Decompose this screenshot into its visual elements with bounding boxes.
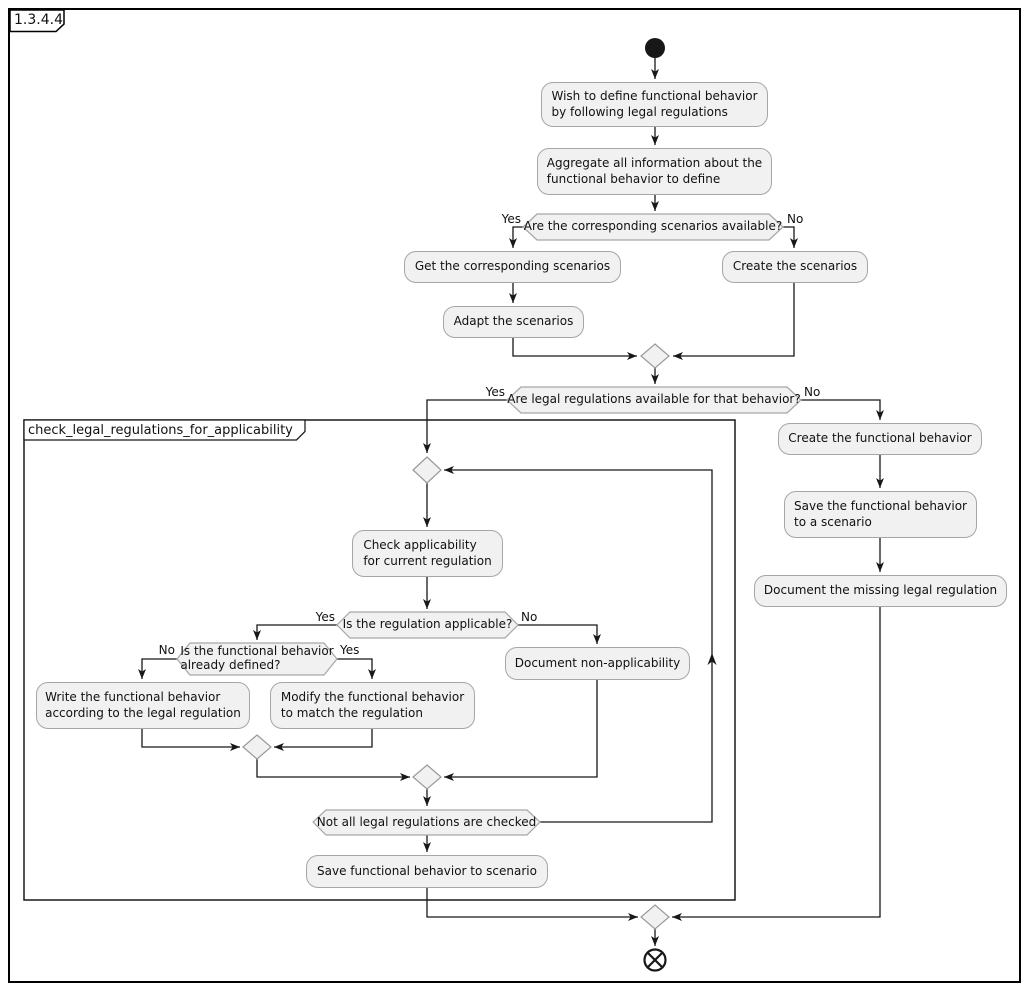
edge-dec1-no [783,226,798,248]
inner-frame [23,419,736,901]
edge-dec1-yes [509,226,523,248]
edge-dec3-no [518,624,601,644]
label-yes-defined: Yes [340,643,360,657]
hexagon-fb-already-defined [176,642,338,676]
merge-diamond-scenarios [640,343,670,369]
decision-regulations-available: Are legal regulations available for that… [507,392,801,407]
inner-frame-label: check_legal_regulations_for_applicabilit… [28,423,293,438]
edge-write-merge2 [141,729,240,751]
decision-scenarios-available: Are the corresponding scenarios availabl… [523,219,783,234]
edge-dec2-yes [423,399,507,453]
activity-modify-functional-behavior: Modify the functional behavior to match … [270,682,475,729]
edges [138,58,884,946]
end-node [643,948,667,972]
edge-create-merge1 [673,283,795,360]
edge-dec4-no [138,658,177,679]
label-no-scenarios: No [787,212,804,226]
hexagon-not-all-checked [312,809,541,836]
edge-dec3-yes [253,624,337,640]
merge-diamonds [242,343,670,930]
decision-hexagons [176,213,802,836]
start-node [645,38,665,58]
hexagon-scenarios-available [522,213,784,241]
activity-save-fb: Save functional behavior to scenario [306,855,548,888]
label-yes-regulations: Yes [485,385,505,399]
outer-frame-tab [9,9,65,33]
edge-dec2-no [801,399,884,420]
hexagon-regulations-available [506,386,802,414]
label-no-regulations: No [804,385,821,399]
merge-diamond-applicability [412,764,442,790]
label-no-applicable: No [521,610,538,624]
activity-document-missing-regulation: Document the missing legal regulation [754,575,1007,607]
edge-modify-merge2 [274,729,373,751]
edge-save-finalmerge [426,888,638,921]
outer-frame-label: 1.3.4.4 [14,12,63,28]
activity-check-applicability: Check applicability for current regulati… [352,530,503,577]
merge-diamond-final [640,904,670,930]
activity-save-fb-to-scenario: Save the functional behavior to a scenar… [784,491,977,538]
decision-fb-already-defined: Is the functional behavior already defin… [180,644,334,672]
end-node-x2 [646,951,664,969]
inner-frame-tab [23,419,306,441]
activity-write-functional-behavior: Write the functional behavior according … [36,682,250,729]
edge-adapt-merge1 [512,338,637,360]
edge-docmissing-finalmerge [672,607,881,921]
edge-documentna-merge3 [444,680,598,781]
label-yes-scenarios: Yes [501,212,521,226]
edge-dec4-yes [337,658,376,679]
edge-merge2-merge3 [256,759,410,781]
activity-create-scenarios: Create the scenarios [722,251,868,283]
activity-document-non-applicability: Document non-applicability [505,647,690,680]
decision-regulation-applicable: Is the regulation applicable? [342,617,513,632]
activity-wish-define-behavior: Wish to define functional behavior by fo… [541,82,768,127]
label-no-defined: No [158,643,175,657]
outer-frame [8,8,1021,983]
edge-loopback [444,466,713,823]
activity-create-functional-behavior: Create the functional behavior [778,423,982,455]
loopback-mid-arrow [707,653,717,665]
merge-diamond-write-modify [242,734,272,760]
activity-get-scenarios: Get the corresponding scenarios [404,251,621,283]
label-yes-applicable: Yes [315,610,335,624]
hexagon-regulation-applicable [336,611,519,639]
activity-aggregate-information: Aggregate all information about the func… [537,148,772,195]
decision-not-all-checked: Not all legal regulations are checked [316,814,537,829]
merge-diamond-loop [412,456,442,484]
activity-adapt-scenarios: Adapt the scenarios [443,306,584,338]
